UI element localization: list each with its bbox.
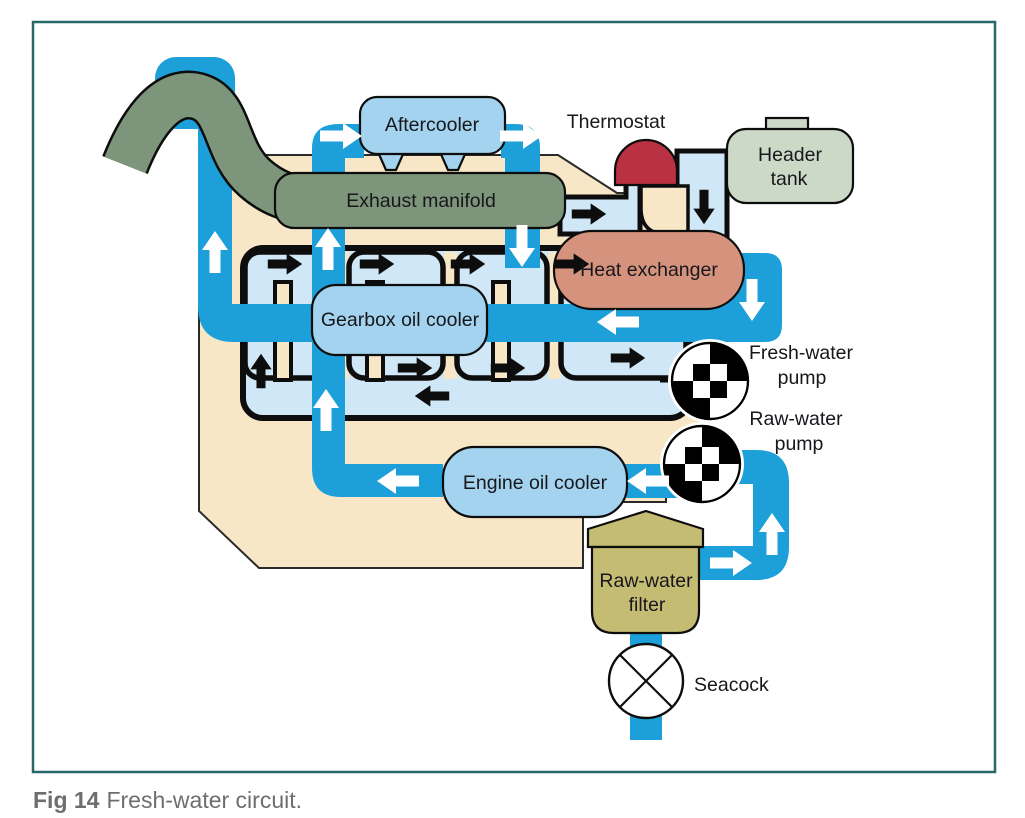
label-fresh-water-pump-line1: Fresh-water <box>749 342 854 364</box>
figure-frame <box>31 20 997 774</box>
figure-caption-text: Fresh-water circuit. <box>106 787 303 813</box>
aftercooler-box <box>358 95 507 172</box>
label-gearbox-oil-cooler: Gearbox oil cooler <box>321 309 480 331</box>
fresh-water-pump-icon <box>666 337 754 425</box>
label-heat-exchanger: Heat exchanger <box>580 259 718 281</box>
return-pipe <box>198 126 782 342</box>
raw-water-filter-body <box>590 545 701 635</box>
label-raw-water-pump-line1: Raw-water <box>749 408 843 430</box>
thermostat-dome <box>613 138 679 187</box>
label-raw-water-pump-line2: pump <box>775 433 824 455</box>
label-raw-water-filter-line2: filter <box>629 594 666 616</box>
gearbox-oil-cooler-box <box>310 283 489 357</box>
label-raw-water-filter-line1: Raw-water <box>599 570 693 592</box>
thermostat-pedestal <box>639 184 690 236</box>
label-header-tank-line2: tank <box>771 168 808 190</box>
label-aftercooler: Aftercooler <box>385 114 480 136</box>
exhaust-manifold-box <box>273 171 567 230</box>
engine-oil-cooler-box <box>441 445 629 519</box>
label-fresh-water-pump-line2: pump <box>778 367 827 389</box>
seacock-valve-icon <box>607 642 685 720</box>
raw-water-filter-box <box>586 509 705 635</box>
exhaust-hose <box>102 70 318 227</box>
label-engine-oil-cooler: Engine oil cooler <box>463 472 608 494</box>
seacock-inlet-stub <box>630 716 662 740</box>
header-tank-box <box>725 116 855 205</box>
label-exhaust-manifold: Exhaust manifold <box>346 190 496 212</box>
raw-water-filter-lid <box>586 509 705 549</box>
label-thermostat: Thermostat <box>567 111 666 133</box>
figure-number: Fig 14 <box>33 787 100 813</box>
label-header-tank-line1: Header <box>758 144 822 166</box>
raw-water-pump-icon <box>658 420 746 508</box>
label-seacock: Seacock <box>694 674 769 696</box>
heat-exchanger-box <box>552 229 746 311</box>
